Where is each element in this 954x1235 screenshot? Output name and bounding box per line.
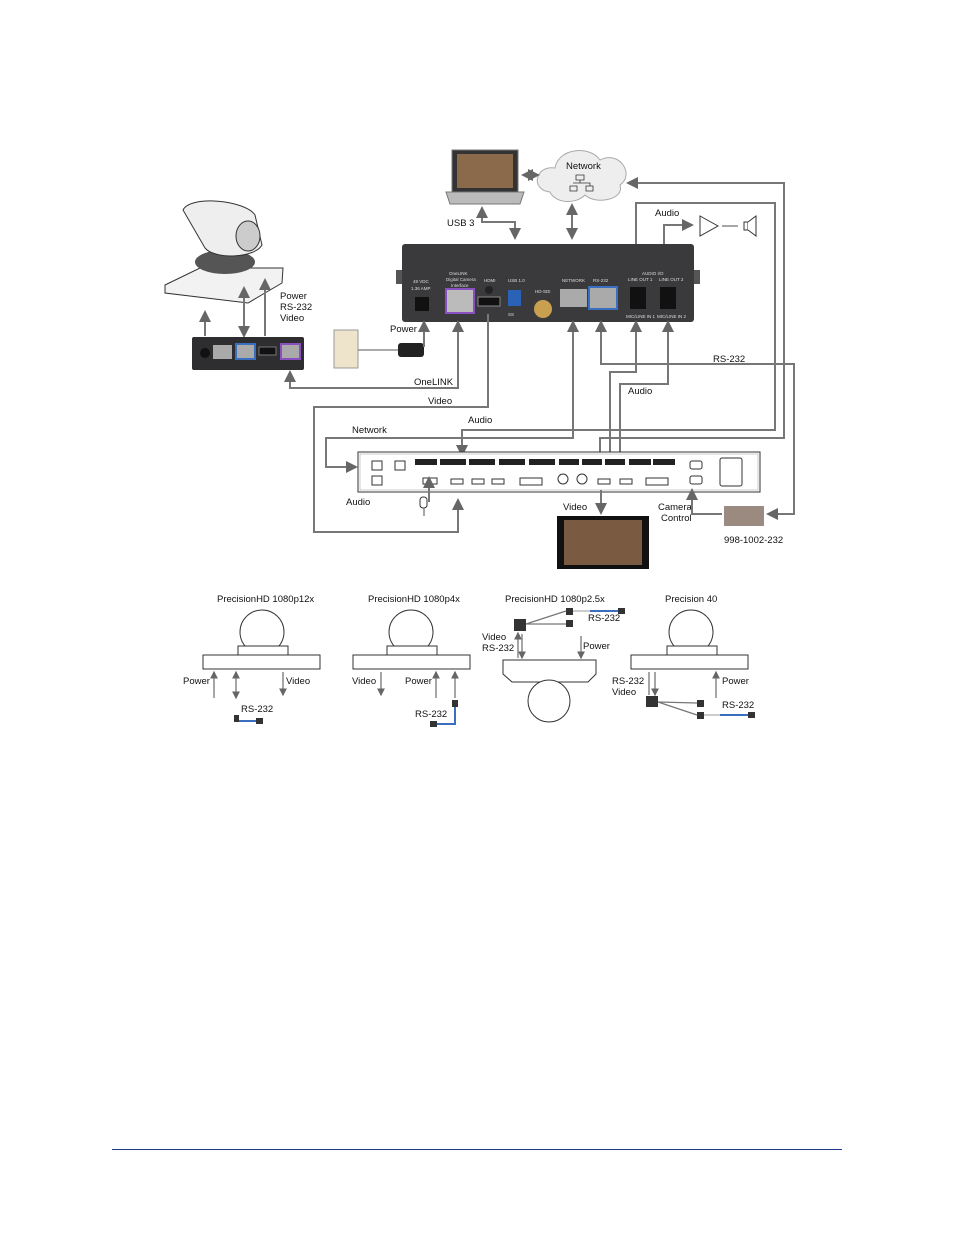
usb-port (508, 290, 521, 306)
svg-text:PrecisionHD 1080p2.5x: PrecisionHD 1080p2.5x (505, 594, 605, 605)
svg-text:PrecisionHD 1080p12x: PrecisionHD 1080p12x (217, 594, 314, 605)
camera-precisionhd-4x: PrecisionHD 1080p4x Video Power RS-232 (352, 594, 471, 727)
video-label: Video (428, 396, 452, 407)
audio-label-left: Audio (346, 497, 370, 508)
svg-text:NETWORK: NETWORK (562, 278, 585, 283)
svg-text:Video: Video (352, 676, 376, 687)
svg-text:RS-232: RS-232 (612, 676, 644, 687)
svg-text:SS: SS (508, 312, 514, 317)
svg-text:Digital Camera: Digital Camera (446, 277, 476, 282)
audio-label-mid: Audio (468, 415, 492, 426)
usb-label: USB 3 (447, 218, 474, 229)
camera-video-label: Video (280, 313, 304, 324)
sdi-port (534, 300, 552, 318)
svg-text:RS-232: RS-232 (241, 704, 273, 715)
network-port (560, 289, 587, 307)
codec-device (357, 451, 761, 493)
audio-label-right: Audio (628, 386, 652, 397)
hdmi-port (477, 296, 501, 307)
camera-precisionhd-12x: PrecisionHD 1080p12x Power Video RS-232 (183, 594, 321, 724)
wall-outlet (333, 329, 359, 369)
audio-block-2 (660, 287, 676, 309)
svg-text:Power: Power (583, 641, 610, 652)
network-cloud: Network (536, 150, 627, 202)
svg-text:Power: Power (183, 676, 210, 687)
camera-precision-40: Precision 40 RS-232 Video Power RS-232 (612, 594, 755, 719)
laptop-icon (445, 149, 525, 205)
svg-text:MIC/LINE IN 2: MIC/LINE IN 2 (657, 314, 687, 319)
rs232-port (588, 286, 618, 310)
svg-text:RS-232: RS-232 (593, 278, 609, 283)
svg-text:RS-232: RS-232 (482, 643, 514, 654)
svg-text:HD-SDI: HD-SDI (535, 289, 551, 294)
video-display-label: Video (563, 502, 587, 513)
svg-text:Interface: Interface (451, 283, 469, 288)
svg-text:OneLINK: OneLINK (449, 271, 468, 276)
network-label: Network (352, 425, 387, 436)
svg-text:Video: Video (612, 687, 636, 698)
svg-text:USB 1.0: USB 1.0 (508, 278, 525, 283)
camera-power-label: Power (280, 291, 307, 302)
svg-text:RS-232: RS-232 (588, 613, 620, 624)
svg-text:Video: Video (482, 632, 506, 643)
svg-text:HDMI: HDMI (484, 278, 496, 283)
camera-rs232-label: RS-232 (280, 302, 312, 313)
svg-text:Power: Power (405, 676, 432, 687)
rs232-adapter (724, 506, 764, 526)
svg-text:Control: Control (661, 513, 692, 524)
audio-out-label: Audio (655, 208, 679, 219)
speaker-icon (699, 215, 757, 237)
audio-block-1 (630, 287, 646, 309)
svg-text:48 VDC: 48 VDC (413, 279, 430, 284)
onelink-camera-box (192, 337, 304, 370)
main-device: 48 VDC 1.36 AMP OneLINK Digital Camera I… (396, 244, 700, 322)
power-label: Power (390, 324, 417, 335)
svg-text:PrecisionHD 1080p4x: PrecisionHD 1080p4x (368, 594, 460, 605)
svg-text:RS-232: RS-232 (722, 700, 754, 711)
ptz-camera (164, 200, 284, 304)
footer-rule (112, 1149, 842, 1150)
svg-text:1.36 AMP: 1.36 AMP (411, 286, 431, 291)
power-adapter (398, 343, 424, 357)
rs232-label: RS-232 (713, 354, 745, 365)
camera-control-label: Camera (658, 502, 693, 513)
svg-text:LINE OUT 2: LINE OUT 2 (659, 277, 684, 282)
svg-text:Power: Power (722, 676, 749, 687)
svg-text:LINE OUT 1: LINE OUT 1 (628, 277, 653, 282)
camera-precisionhd-2-5x: PrecisionHD 1080p2.5x RS-232 Video RS-23… (482, 594, 625, 723)
svg-text:Precision 40: Precision 40 (665, 594, 717, 605)
svg-text:MIC/LINE IN 1: MIC/LINE IN 1 (626, 314, 656, 319)
network-icon (569, 174, 594, 192)
svg-text:AUDIO I/O: AUDIO I/O (642, 271, 664, 276)
microphone-icon (419, 496, 428, 516)
cloud-label: Network (566, 161, 601, 172)
svg-text:RS-232: RS-232 (415, 709, 447, 720)
onelink-label: OneLINK (414, 377, 454, 388)
onelink-port (445, 288, 475, 314)
adapter-part-number: 998-1002-232 (724, 535, 783, 546)
svg-text:Video: Video (286, 676, 310, 687)
